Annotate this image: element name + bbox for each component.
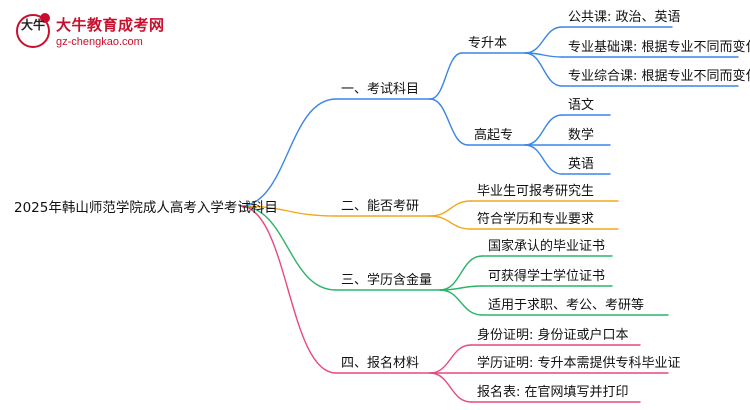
site-logo[interactable]: 大牛 大牛教育成考网 gz-chengkao.com [16, 13, 165, 48]
leaf-registration-form: 报名表: 在官网填写并打印 [477, 385, 629, 400]
leaf-education-proof: 学历证明: 专升本需提供专科毕业证 [477, 356, 681, 371]
edge-branch1-gqz [429, 98, 469, 146]
leaf-english: 英语 [568, 157, 595, 172]
logo-title: 大牛教育成考网 [56, 16, 165, 34]
logo-text: 大牛教育成考网 gz-chengkao.com [56, 14, 165, 48]
logo-icon: 大牛 [16, 13, 50, 48]
edge-branch2-leaf-0 [429, 200, 472, 217]
leaf-basic-courses: 专业基础课: 根据专业不同而变化 [568, 40, 750, 55]
branch-registration-materials: 四、报名材料 [341, 356, 420, 371]
sub-zhuanshengben: 专升本 [468, 36, 508, 51]
logo-mark-text: 大牛 [21, 18, 46, 32]
leaf-math: 数学 [568, 128, 595, 143]
mindmap-edges [239, 26, 739, 403]
leaf-postgrad-eligible: 毕业生可报考研究生 [477, 184, 595, 199]
branch-degree-value: 三、学历含金量 [341, 273, 433, 288]
edge-branch4-leaf-2 [429, 372, 472, 403]
logo-dot [40, 13, 50, 23]
leaf-bachelor-degree: 可获得学士学位证书 [488, 269, 606, 284]
edge-branch1-zsb [429, 52, 463, 100]
branch-exam-subjects: 一、考试科目 [341, 82, 420, 97]
edge-root-branch1 [239, 98, 337, 207]
leaf-postgrad-requirements: 符合学历和专业要求 [477, 212, 595, 227]
root-node: 2025年韩山师范学院成人高考入学考试科目 [14, 200, 278, 216]
sub-gaoqizhuan: 高起专 [474, 128, 514, 143]
leaf-recognized-diploma: 国家承认的毕业证书 [488, 239, 606, 254]
edge-gqz-leaf-2 [524, 144, 563, 175]
leaf-identity-proof: 身份证明: 身份证或户口本 [477, 328, 629, 343]
edge-root-branch2 [239, 205, 337, 217]
branch-postgrad: 二、能否考研 [341, 199, 420, 214]
leaf-public-courses: 公共课: 政治、英语 [568, 10, 681, 25]
edge-root-branch4 [239, 205, 337, 374]
edge-zsb-leaf-0 [524, 26, 563, 54]
edge-branch3-leaf-0 [439, 255, 483, 291]
leaf-applicable-uses: 适用于求职、考公、考研等 [488, 298, 645, 313]
edge-gqz-leaf-0 [524, 114, 563, 146]
leaf-comprehensive-courses: 专业综合课: 根据专业不同而变化 [568, 69, 750, 84]
edge-branch3-leaf-2 [439, 289, 483, 316]
edge-branch3-leaf-1 [439, 285, 483, 291]
edge-root-branch3 [239, 205, 337, 291]
edge-branch2-leaf-1 [429, 215, 472, 230]
leaf-chinese: 语文 [568, 98, 595, 113]
edge-zsb-leaf-2 [524, 52, 563, 87]
logo-url: gz-chengkao.com [56, 36, 143, 48]
edge-branch4-leaf-0 [429, 344, 472, 374]
